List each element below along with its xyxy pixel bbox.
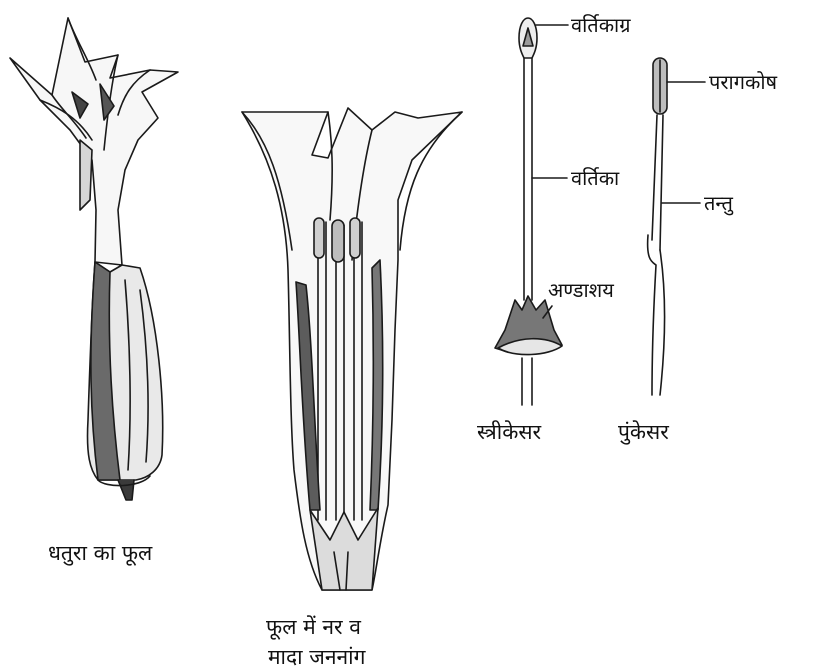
stamen-drawing [648,58,667,395]
label-stigma: वर्तिकाग्र [571,14,631,36]
flower-section-drawing [242,108,462,590]
label-anther: परागकोष [709,71,777,93]
label-filament: तन्तु [704,192,733,214]
label-ovary: अण्डाशय [548,279,614,301]
caption-section-line2: मादा जननांग [268,645,365,669]
caption-pistil: स्त्रीकेसर [477,420,541,444]
datura-flower-drawing [10,18,178,500]
caption-stamen: पुंकेसर [618,420,669,444]
label-style: वर्तिका [571,167,619,189]
pistil-drawing [495,18,562,405]
caption-datura-flower: धतुरा का फूल [48,541,152,565]
caption-section-line1: फूल में नर व [266,615,361,639]
